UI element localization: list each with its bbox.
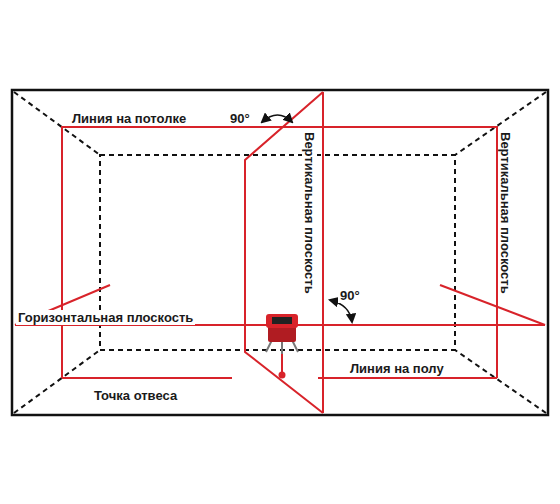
line-label: Горизонтальная плоскость [16, 310, 195, 325]
room-perspective [14, 92, 546, 413]
plumb-point [279, 372, 286, 379]
line-label: Точка отвеса [92, 388, 179, 403]
angle-arrow [262, 115, 292, 122]
angle-arrow [330, 300, 352, 322]
laser-lines [15, 92, 545, 413]
line-label: Линия на потолке [70, 111, 188, 126]
room-frame [12, 90, 548, 415]
plane-label: Вертикальная плоскость [498, 130, 513, 296]
laser-level [266, 314, 298, 379]
line-label: 90° [228, 111, 252, 126]
line-label: 90° [338, 288, 362, 303]
plane-label: Вертикальная плоскость [302, 130, 317, 296]
line-label: Линия на полу [348, 361, 446, 376]
